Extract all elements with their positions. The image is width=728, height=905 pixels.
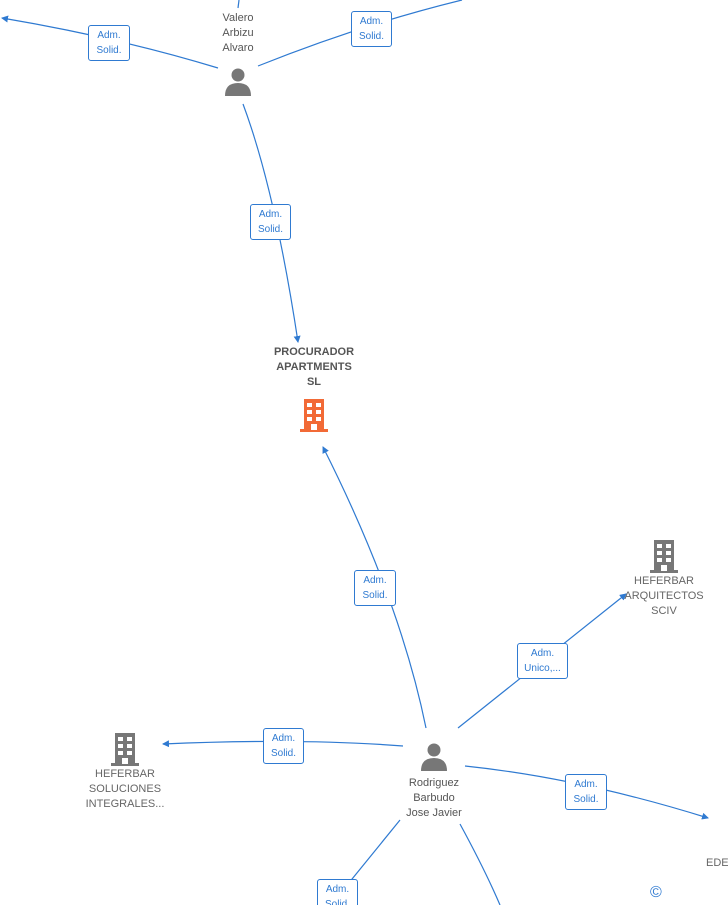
person-name-line: Valero (222, 12, 254, 24)
edge-bottom-down-right[interactable] (459, 823, 501, 905)
edge-label-line: Adm. (271, 733, 296, 744)
edge-label-top-right[interactable]: Adm. Solid. (351, 11, 392, 47)
copyright-icon: © (650, 884, 662, 901)
edge-label-line: Solid. (358, 31, 384, 42)
edge-label-bottom-arquitectos[interactable]: Adm. Unico,... (517, 643, 568, 679)
person-icon (225, 68, 251, 96)
company-node-procurador[interactable]: PROCURADOR APARTMENTS SL (259, 345, 369, 433)
person-icon (421, 743, 447, 771)
edge-label-bottom-down[interactable]: Adm. Solid. (317, 879, 358, 905)
person-name-line: Arbizu (222, 27, 254, 39)
edge-label-top-left[interactable]: Adm. Solid. (88, 25, 130, 61)
edge-label-line: Adm. (97, 30, 121, 41)
edge-label-line: Adm. (530, 648, 555, 659)
company-name-line: PROCURADOR (273, 346, 355, 358)
brand-logo-letter: E (650, 902, 662, 905)
company-name-line: SCIV (651, 605, 677, 617)
edge-label-line: Adm. (574, 779, 598, 790)
edge-label-bottom-right[interactable]: Adm. Solid. (565, 774, 607, 810)
edge-label-line: Solid. (257, 224, 283, 235)
edge-label-line: Unico,... (524, 663, 561, 674)
edge-label-line: Solid. (573, 794, 599, 805)
edge-top-up[interactable] (237, 0, 240, 9)
person-node-valero[interactable]: Valero Arbizu Alvaro (208, 11, 268, 96)
edge-label-line: Adm. (363, 575, 387, 586)
building-icon (650, 540, 678, 573)
building-icon (111, 733, 139, 766)
edge-label-line: Adm. (325, 884, 350, 895)
edge-label-line: Adm. (258, 209, 283, 220)
company-name-line: INTEGRALES... (85, 798, 165, 810)
company-node-arquitectos[interactable]: HEFERBAR ARQUITECTOS SCIV (617, 538, 711, 619)
person-node-rodriguez[interactable]: Rodriguez Barbudo Jose Javier (396, 741, 472, 821)
edge-label-line: Solid. (96, 45, 122, 56)
edge-label-bottom-main[interactable]: Adm. Solid. (354, 570, 396, 606)
company-name-line: ARQUITECTOS (624, 590, 704, 602)
building-icon (300, 399, 328, 432)
person-name-line: Rodriguez (408, 777, 460, 789)
company-name-line: EDE (706, 857, 728, 869)
company-name-line: APARTMENTS (276, 361, 352, 373)
company-node-soluciones[interactable]: HEFERBAR SOLUCIONES INTEGRALES... (77, 731, 173, 812)
edge-label-line: Adm. (359, 16, 384, 27)
person-name-line: Jose Javier (406, 807, 462, 819)
edge-label-bottom-soluciones[interactable]: Adm. Solid. (263, 728, 304, 764)
edge-label-line: Solid. (324, 899, 350, 905)
company-name-line: HEFERBAR (634, 575, 694, 587)
company-node-ede[interactable]: EDE (706, 856, 728, 871)
company-name-line: HEFERBAR (95, 768, 155, 780)
company-name-line: SL (306, 376, 322, 388)
person-name-line: Barbudo (413, 792, 455, 804)
edge-label-top-main[interactable]: Adm. Solid. (250, 204, 291, 240)
edge-label-line: Solid. (270, 748, 296, 759)
edge-label-line: Solid. (362, 590, 388, 601)
empresia-watermark: © Empresia (650, 884, 728, 905)
company-name-line: SOLUCIONES (88, 783, 162, 795)
person-name-line: Alvaro (222, 42, 254, 54)
